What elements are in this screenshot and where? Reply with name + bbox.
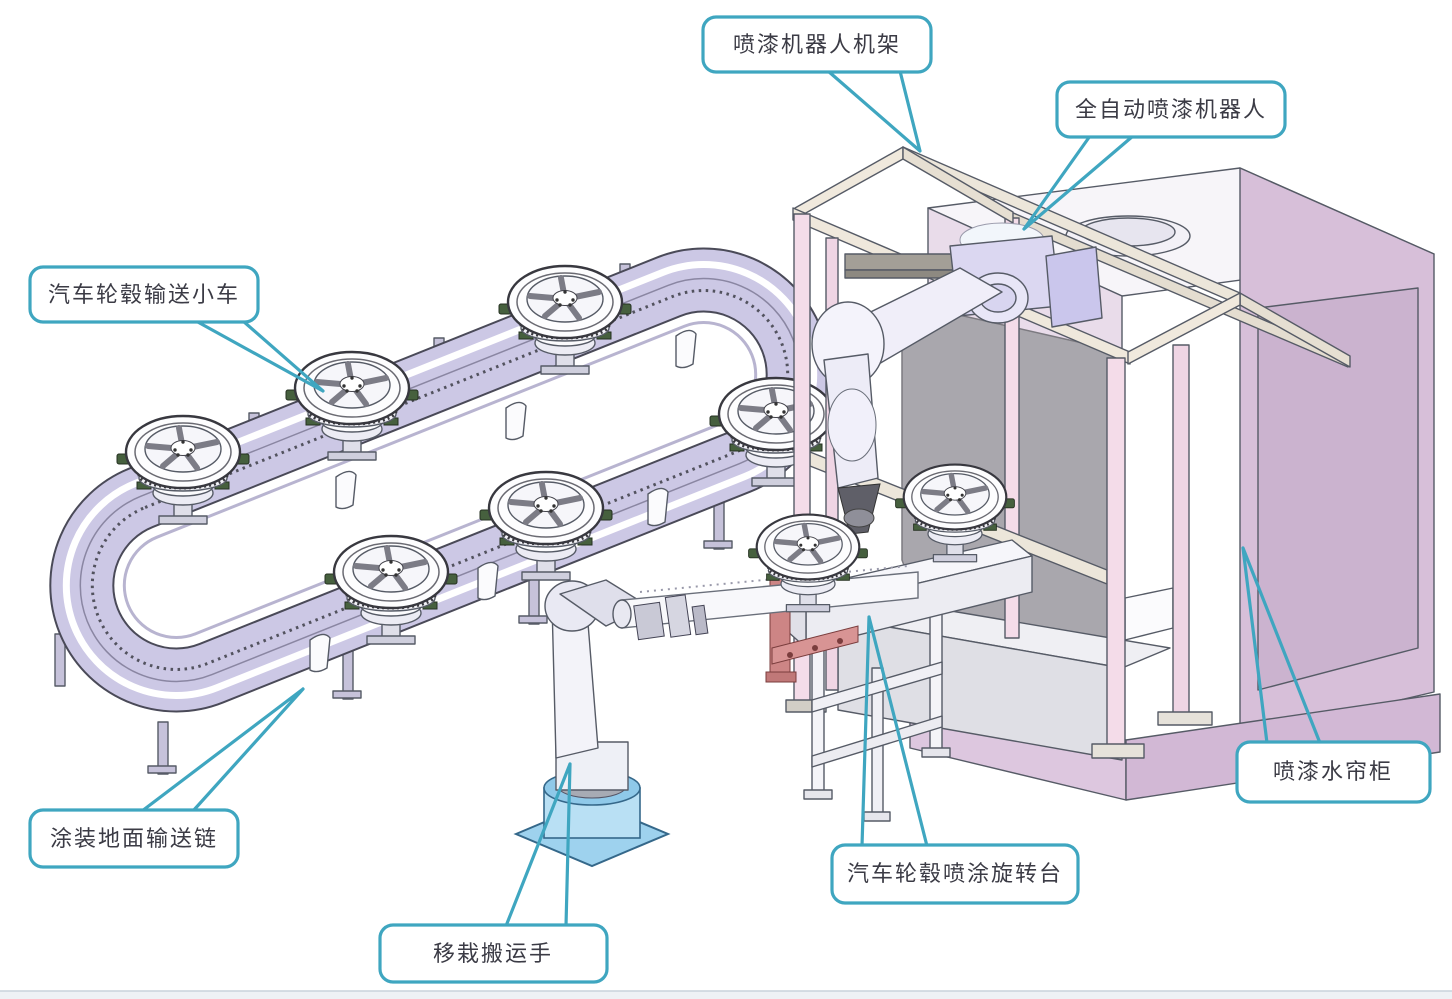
callout-wheel-hub-spray-rotary-table: 汽车轮毂喷涂旋转台 [830, 615, 1080, 905]
conveyor-guide-fins [309, 329, 697, 673]
callout-auto-paint-robot: 全自动喷漆机器人 [1022, 80, 1287, 231]
callout-label: 全自动喷漆机器人 [1075, 97, 1267, 122]
gantry-cross-beam [1124, 587, 1174, 641]
callout-wheel-hub-conveyor-cart: 汽车轮毂输送小车 [28, 265, 325, 393]
callout-paint-water-curtain-cabinet: 喷漆水帘柜 [1235, 546, 1432, 804]
paint-robot-gantry [785, 146, 1351, 759]
callout-paint-robot-frame: 喷漆机器人机架 [701, 15, 933, 153]
auto-paint-robot [811, 222, 1103, 535]
callout-label: 涂装地面输送链 [50, 826, 218, 851]
callout-label: 喷漆水帘柜 [1273, 759, 1393, 784]
footer-strip [0, 990, 1452, 999]
callout-label: 喷漆机器人机架 [733, 32, 901, 57]
callout-label: 汽车轮毂输送小车 [48, 282, 240, 307]
callout-label: 移栽搬运手 [433, 941, 553, 966]
callout-label: 汽车轮毂喷涂旋转台 [847, 861, 1063, 886]
callouts: 喷漆机器人机架 全自动喷漆机器人 汽车轮毂输送小车 涂装地面输送链 移栽搬运手 … [28, 15, 1432, 984]
callout-floor-conveyor-chain: 涂装地面输送链 [28, 687, 305, 869]
callout-transfer-handling-hand: 移栽搬运手 [378, 762, 609, 984]
transfer-robot [513, 565, 919, 868]
